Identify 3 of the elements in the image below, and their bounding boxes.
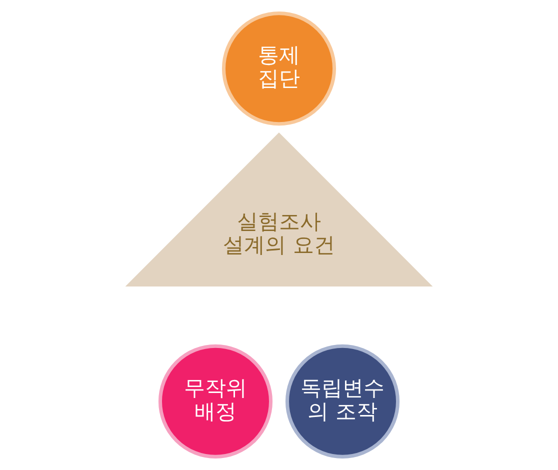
- node-circle: 통제 집단: [222, 12, 336, 126]
- node-circle: 독립변수 의 조작: [285, 344, 400, 458]
- node-circle: 무작위 배정: [158, 344, 273, 458]
